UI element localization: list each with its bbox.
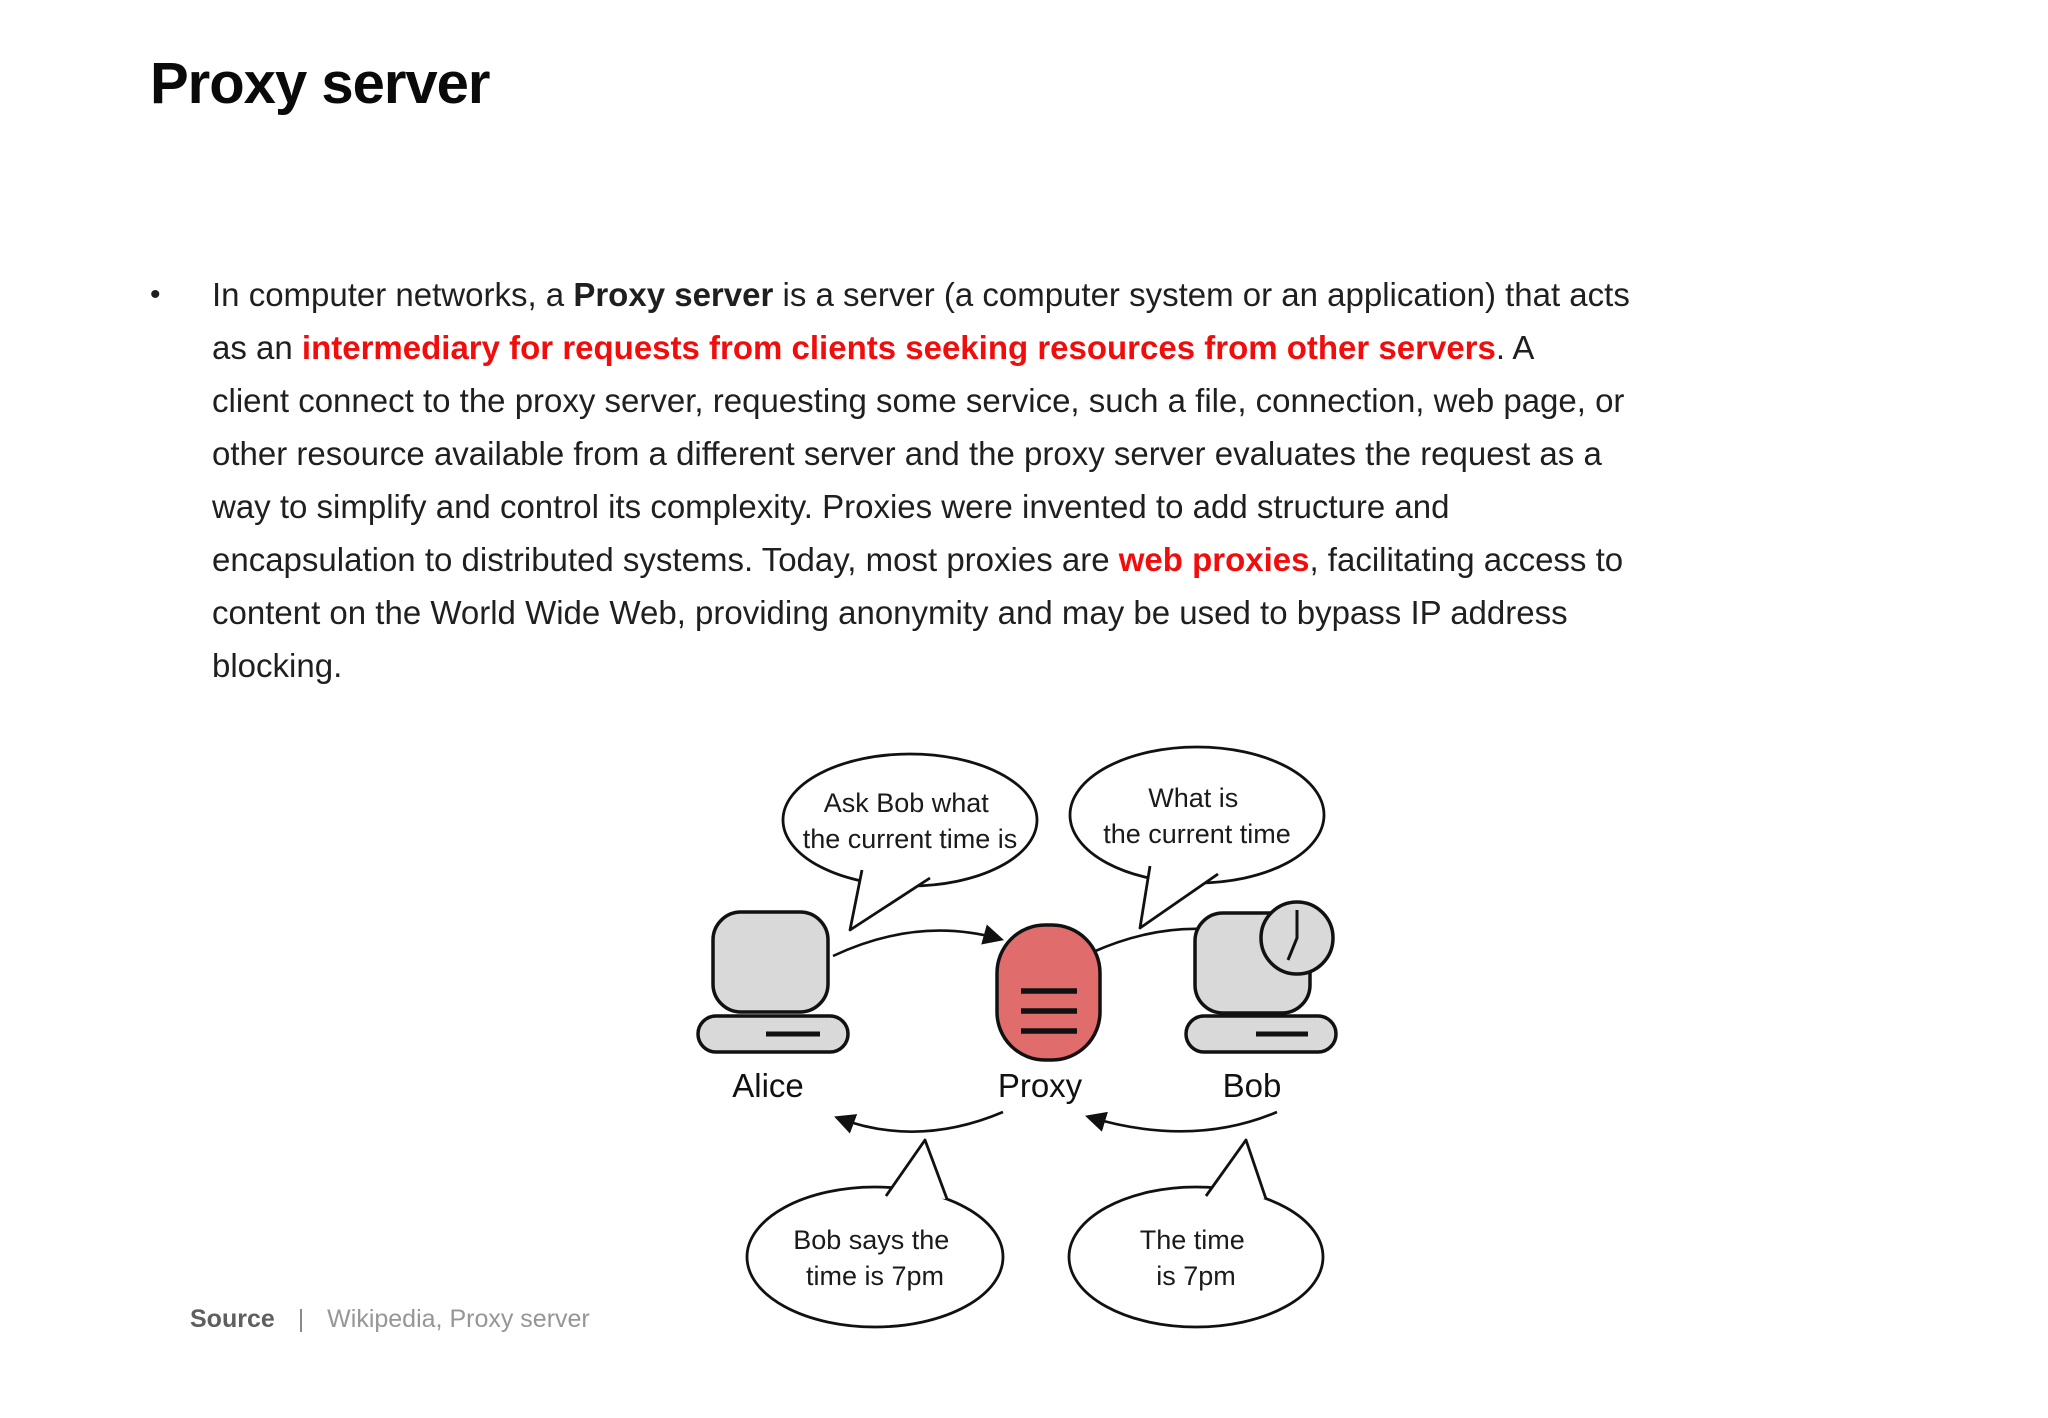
bubble-time-text: The time is 7pm: [1140, 1225, 1253, 1291]
arrow-proxy-to-alice: [834, 1110, 1004, 1134]
speech-bubble-ask: Ask Bob what the current time is: [781, 752, 1039, 932]
body-text-segment: content on the World Wide Web, providing…: [212, 594, 1568, 631]
label-proxy: Proxy: [998, 1067, 1083, 1104]
body-text-line: content on the World Wide Web, providing…: [212, 586, 1630, 639]
source-value: Wikipedia, Proxy server: [327, 1305, 590, 1333]
source-label: Source: [190, 1305, 275, 1333]
proxy-diagram: Ask Bob what the current time is What is…: [696, 745, 1338, 1329]
speech-bubble-time: The time is 7pm: [1067, 1138, 1325, 1329]
source-attribution: Source | Wikipedia, Proxy server: [190, 1305, 590, 1334]
body-text-segment: encapsulation to distributed systems. To…: [212, 541, 1119, 578]
body-text-segment: In computer networks, a: [212, 276, 574, 313]
body-text-line: blocking.: [212, 639, 1630, 692]
body-text-segment: . A: [1495, 329, 1535, 366]
body-text-line: In computer networks, a Proxy server is …: [212, 268, 1630, 321]
body-text-segment: way to simplify and control its complexi…: [212, 488, 1450, 525]
body-text-line: encapsulation to distributed systems. To…: [212, 533, 1630, 586]
page-title: Proxy server: [150, 51, 490, 116]
body-text-highlight: web proxies: [1118, 541, 1310, 578]
bubble-tail: [1204, 1138, 1268, 1200]
bubble-tail: [1138, 865, 1219, 930]
body-text-highlight: intermediary for requests from clients s…: [301, 329, 1496, 366]
bubble-what-text: What is the current time: [1103, 783, 1291, 849]
body-text-line: as an intermediary for requests from cli…: [212, 321, 1630, 374]
bullet-icon: •: [150, 278, 161, 311]
bob-computer-icon: [1184, 900, 1338, 1054]
body-text-bold: Proxy server: [573, 276, 774, 313]
bubble-ask-text: Ask Bob what the current time is: [803, 788, 1018, 854]
body-text-segment: blocking.: [212, 647, 343, 684]
label-alice: Alice: [732, 1067, 804, 1104]
body-text-line: client connect to the proxy server, requ…: [212, 374, 1630, 427]
body-text-segment: , facilitating access to: [1309, 541, 1624, 578]
body-text-segment: is a server (a computer system or an app…: [773, 276, 1630, 313]
bubble-tail: [848, 869, 931, 932]
body-text-line: other resource available from a differen…: [212, 427, 1630, 480]
body-text-segment: as an: [212, 329, 302, 366]
label-bob: Bob: [1223, 1067, 1282, 1104]
clock-icon: [1259, 900, 1335, 976]
body-text-segment: client connect to the proxy server, requ…: [212, 382, 1625, 419]
body-text-segment: other resource available from a differen…: [212, 435, 1602, 472]
source-divider-icon: |: [297, 1305, 305, 1333]
alice-computer-icon: [696, 910, 850, 1054]
arrow-alice-to-proxy: [832, 924, 1005, 958]
body-text-line: way to simplify and control its complexi…: [212, 480, 1630, 533]
body-paragraph: • In computer networks, a Proxy server i…: [150, 268, 1950, 692]
speech-bubble-bob-says: Bob says the time is 7pm: [745, 1138, 1005, 1329]
bubble-bob-says-text: Bob says the time is 7pm: [793, 1225, 957, 1291]
speech-bubble-what: What is the current time: [1068, 745, 1326, 930]
body-lines: In computer networks, a Proxy server is …: [212, 268, 1630, 692]
bubble-tail: [884, 1138, 949, 1200]
proxy-server-icon: [995, 923, 1102, 1062]
arrow-bob-to-proxy: [1085, 1110, 1278, 1133]
